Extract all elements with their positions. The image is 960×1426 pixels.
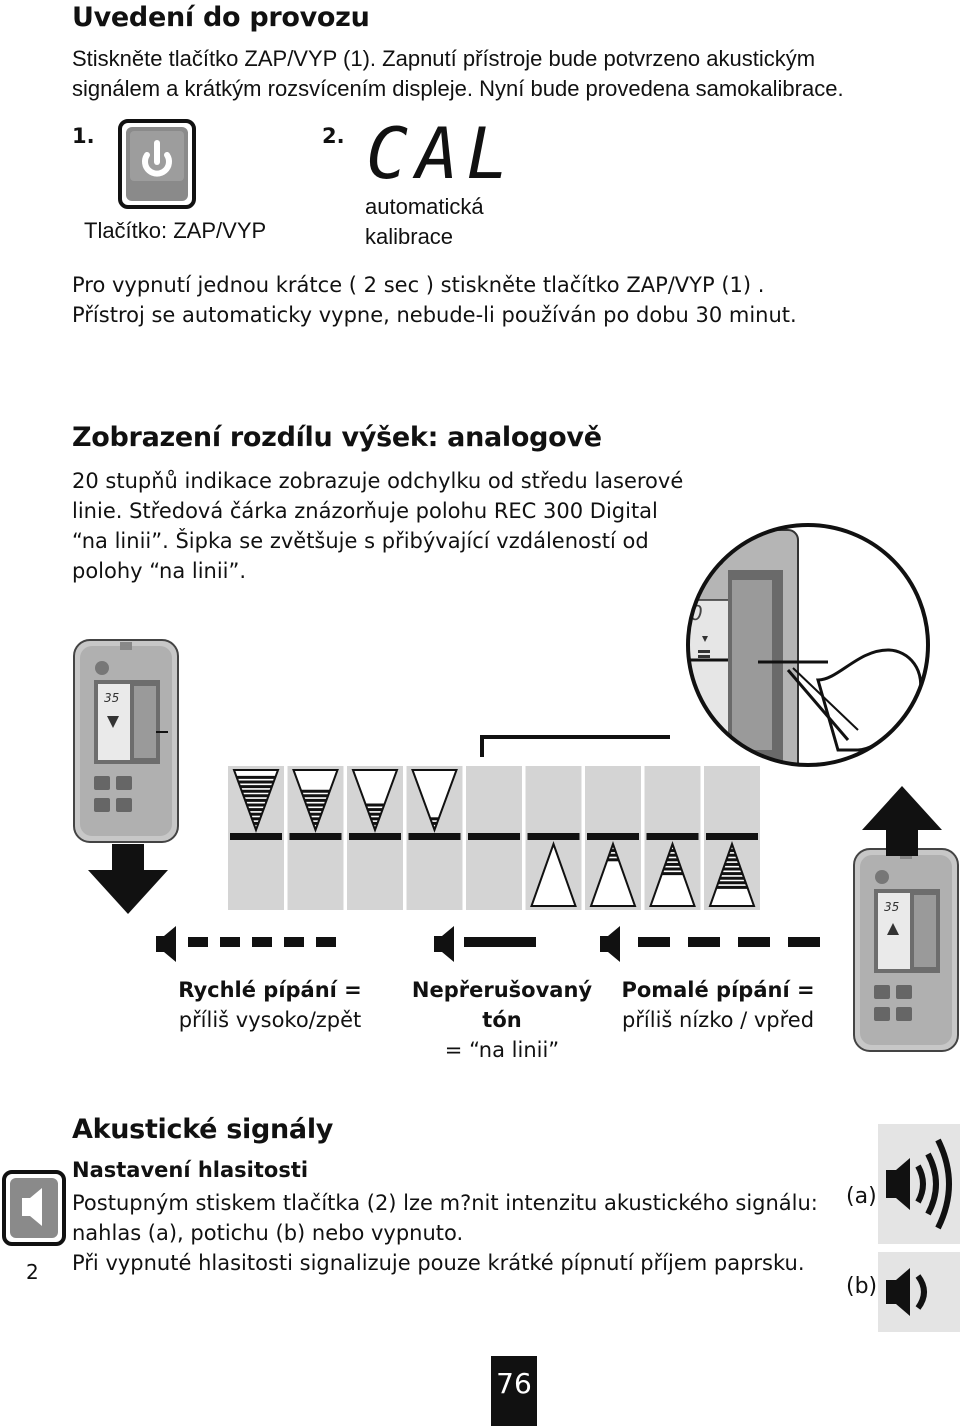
caption-slow-beep-text: příliš nízko / vpřed [621, 1008, 815, 1032]
arrow-up-icon [862, 784, 942, 856]
indicator-panel [644, 766, 701, 910]
speaker-slow-icon [600, 926, 620, 962]
receiver-device-right: 35 [852, 845, 960, 1055]
indicator-panel [287, 766, 344, 910]
caption-continuous-tone-title: Nepřerušovaný tón [411, 978, 593, 1032]
caption-slow-beep-title: Pomalé pípání = [621, 978, 815, 1002]
caption-continuous-tone-text: = “na linii” [444, 1038, 560, 1062]
receiver-device-left: 35 [72, 636, 180, 846]
left-device-display-value: 35 [104, 691, 119, 705]
speaker-quiet-icon [878, 1252, 960, 1332]
indicator-arrow-down [351, 769, 399, 833]
speaker-fast-icon [156, 926, 176, 962]
indicator-panel [466, 766, 522, 910]
section-heading-acoustic: Akustické signály [72, 1114, 334, 1145]
acoustic-text-line2: nahlas (a), potichu (b) nebo vypnuto. [72, 1221, 464, 1245]
indicator-center-line [349, 833, 401, 840]
page-number: 76 [491, 1356, 537, 1426]
indicator-center-line [408, 833, 461, 840]
caption-fast-beep-text: příliš vysoko/zpět [178, 1008, 362, 1032]
speaker-loud-icon [878, 1124, 960, 1244]
step2-caption-line2: kalibrace [365, 224, 454, 249]
zoom-connector-line [480, 735, 670, 739]
analog-text-line3: “na linii”. Šipka se zvětšuje s přibývaj… [72, 529, 649, 553]
indicator-center-line [587, 833, 639, 840]
indicator-arrow-up [589, 841, 637, 907]
indicator-arrow-down [411, 769, 458, 833]
indicator-center-line [646, 833, 699, 840]
section-heading-startup: Uvedení do provozu [72, 2, 370, 33]
analog-indicator-sequence [228, 766, 762, 910]
analog-text-line4: polohy “na linii”. [72, 559, 247, 583]
right-device-display-value: 35 [884, 900, 899, 914]
speaker-continuous-icon [434, 926, 454, 962]
indicator-center-line [230, 833, 282, 840]
analog-text-line1: 20 stupňů indikace zobrazuje odchylku od… [72, 469, 684, 493]
indicator-center-line [527, 833, 580, 840]
cal-display-readout: CAL [366, 118, 516, 184]
zoom-detail-illustration: 0 [668, 520, 948, 770]
step2-caption-line1: automatická [365, 194, 484, 219]
power-button-icon [118, 119, 196, 209]
indicator-panel [585, 766, 641, 910]
analog-text-line2: linie. Středová čárka znázorňuje polohu … [72, 499, 658, 523]
step2-number: 2. [322, 124, 345, 148]
volume-button-icon [2, 1170, 66, 1246]
acoustic-subheading: Nastavení hlasitosti [72, 1158, 309, 1182]
caption-fast-beep-title: Rychlé pípání = [178, 978, 362, 1002]
step1-caption: Tlačítko: ZAP/VYP [84, 218, 267, 243]
startup-text-line1: Stiskněte tlačítko ZAP/VYP (1). Zapnutí … [72, 46, 816, 71]
acoustic-text-line3: Při vypnuté hlasitosti signalizuje pouze… [72, 1251, 805, 1275]
label-quiet: (b) [846, 1274, 878, 1299]
zoom-connector-tick [480, 735, 484, 757]
caption-continuous-tone: Nepřerušovaný tón = “na linii” [396, 975, 608, 1065]
step1-number: 1. [72, 124, 95, 148]
caption-slow-beep: Pomalé pípání = příliš nízko / vpřed [612, 975, 824, 1035]
indicator-panel [347, 766, 403, 910]
startup-text-line2: signálem a krátkým rozsvícením displeje.… [72, 76, 844, 101]
cal-display-text: CAL [366, 118, 516, 184]
indicator-center-line [468, 833, 520, 840]
beep-pattern-row [154, 924, 826, 964]
indicator-panel [406, 766, 463, 910]
indicator-panel [704, 766, 760, 910]
acoustic-text-line1: Postupným stiskem tlačítka (2) lze m?nit… [72, 1191, 818, 1215]
label-loud: (a) [846, 1184, 877, 1209]
indicator-center-line [289, 833, 342, 840]
indicator-panel [525, 766, 582, 910]
poweroff-text-line2: Přístroj se automaticky vypne, nebude-li… [72, 303, 797, 327]
indicator-panel [228, 766, 284, 910]
volume-button-number: 2 [26, 1260, 39, 1284]
indicator-center-line [706, 833, 758, 840]
arrow-down-icon [88, 844, 168, 916]
caption-fast-beep: Rychlé pípání = příliš vysoko/zpět [160, 975, 380, 1035]
section-heading-analog: Zobrazení rozdílu výšek: analogově [72, 422, 602, 453]
poweroff-text-line1: Pro vypnutí jednou krátce ( 2 sec ) stis… [72, 273, 765, 297]
indicator-arrow-up [530, 841, 577, 907]
